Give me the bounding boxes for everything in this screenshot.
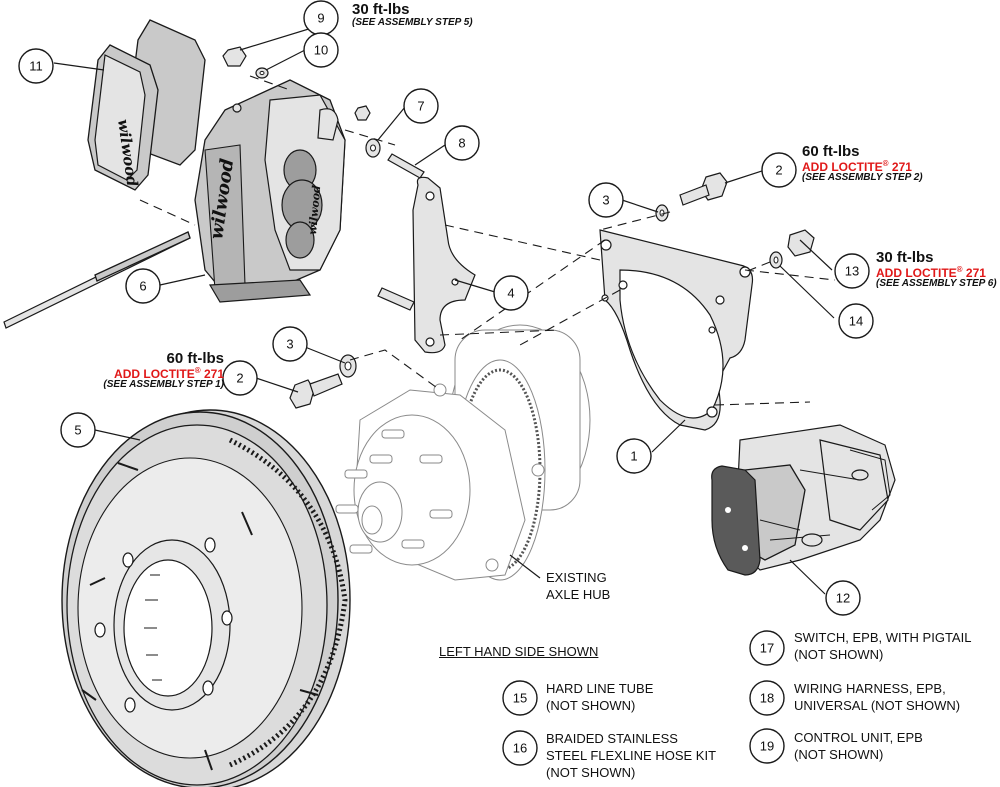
callout-5: 5 (60, 412, 96, 448)
svg-text:10: 10 (314, 43, 328, 58)
callout-2-right: 2 (761, 152, 797, 188)
callout-6: 6 (125, 268, 161, 304)
svg-text:9: 9 (317, 11, 324, 26)
callout-4: 4 (493, 275, 529, 311)
svg-text:13: 13 (845, 264, 859, 279)
caliper-mount-bracket (599, 229, 754, 431)
assembly-step: (SEE ASSEMBLY STEP 6) (876, 278, 997, 290)
item-19-label: CONTROL UNIT, EPB (NOT SHOWN) (794, 730, 923, 762)
callout-7: 7 (403, 88, 439, 124)
torque-value: 60 ft-lbs (166, 350, 224, 367)
caliper-body: wilwood wilwood (194, 79, 346, 303)
svg-text:19: 19 (760, 739, 774, 754)
item-16-label: BRAIDED STAINLESS STEEL FLEXLINE HOSE KI… (546, 731, 717, 780)
callout-16: 16 (502, 730, 538, 766)
svg-text:14: 14 (849, 314, 863, 329)
epb-caliper (711, 424, 896, 576)
torque-value: 60 ft-lbs (802, 143, 860, 160)
svg-text:18: 18 (760, 691, 774, 706)
callout-15: 15 (502, 680, 538, 716)
svg-text:6: 6 (139, 279, 146, 294)
svg-text:3: 3 (602, 193, 609, 208)
axle-hub-label: EXISTING AXLE HUB (546, 570, 611, 602)
loctite-note: ADD LOCTITE® 271 (876, 264, 986, 280)
callout-2-left: 2 (222, 360, 258, 396)
assembly-lines (139, 75, 836, 406)
svg-text:5: 5 (74, 423, 81, 438)
torque-spec-9: 30 ft-lbs (SEE ASSEMBLY STEP 5) (352, 2, 473, 28)
assembly-step: (SEE ASSEMBLY STEP 2) (802, 172, 923, 184)
callout-8: 8 (444, 125, 480, 161)
torque-spec-13: 30 ft-lbs ADD LOCTITE® 271 (SEE ASSEMBLY… (876, 250, 997, 290)
item-15-label: HARD LINE TUBE (NOT SHOWN) (546, 681, 654, 713)
svg-text:wilwood: wilwood (306, 184, 323, 235)
torque-value: 30 ft-lbs (876, 249, 934, 266)
callout-19: 19 (749, 728, 785, 764)
callout-10: 10 (303, 32, 339, 68)
item-18-label: WIRING HARNESS, EPB, UNIVERSAL (NOT SHOW… (794, 681, 961, 713)
item-17-label: SWITCH, EPB, WITH PIGTAIL (NOT SHOWN) (794, 630, 972, 662)
svg-text:4: 4 (507, 286, 514, 301)
assembly-step: (SEE ASSEMBLY STEP 1) (103, 379, 224, 391)
assembly-step: (SEE ASSEMBLY STEP 5) (352, 16, 473, 28)
hardware (3, 46, 815, 409)
callout-17: 17 (749, 630, 785, 666)
callout-12: 12 (825, 580, 861, 616)
svg-text:17: 17 (760, 641, 774, 656)
leader-lines (53, 19, 835, 595)
svg-text:12: 12 (836, 591, 850, 606)
svg-text:16: 16 (513, 741, 527, 756)
callout-3-left: 3 (272, 326, 308, 362)
side-shown-label: LEFT HAND SIDE SHOWN (439, 644, 599, 659)
callout-11: 11 (18, 48, 54, 84)
svg-text:2: 2 (236, 371, 243, 386)
svg-text:2: 2 (775, 163, 782, 178)
torque-spec-2-right: 60 ft-lbs ADD LOCTITE® 271 (SEE ASSEMBLY… (802, 144, 923, 184)
brake-pads: wilwood (87, 19, 206, 191)
svg-text:11: 11 (29, 59, 43, 74)
svg-text:1: 1 (630, 449, 637, 464)
rotor (61, 409, 351, 787)
axle-hub (335, 324, 591, 581)
svg-text:3: 3 (286, 337, 293, 352)
torque-value: 30 ft-lbs (352, 1, 410, 18)
svg-text:8: 8 (458, 136, 465, 151)
callout-1: 1 (616, 438, 652, 474)
callout-13: 13 (834, 253, 870, 289)
callout-3-right: 3 (588, 182, 624, 218)
callout-14: 14 (838, 303, 874, 339)
svg-text:15: 15 (513, 691, 527, 706)
svg-text:7: 7 (417, 99, 424, 114)
callout-18: 18 (749, 680, 785, 716)
torque-spec-2-left: 60 ft-lbs ADD LOCTITE® 271 (SEE ASSEMBLY… (96, 351, 224, 391)
loctite-note: ADD LOCTITE® 271 (802, 158, 912, 174)
callout-9: 9 (303, 0, 339, 36)
loctite-note: ADD LOCTITE® 271 (114, 365, 224, 381)
